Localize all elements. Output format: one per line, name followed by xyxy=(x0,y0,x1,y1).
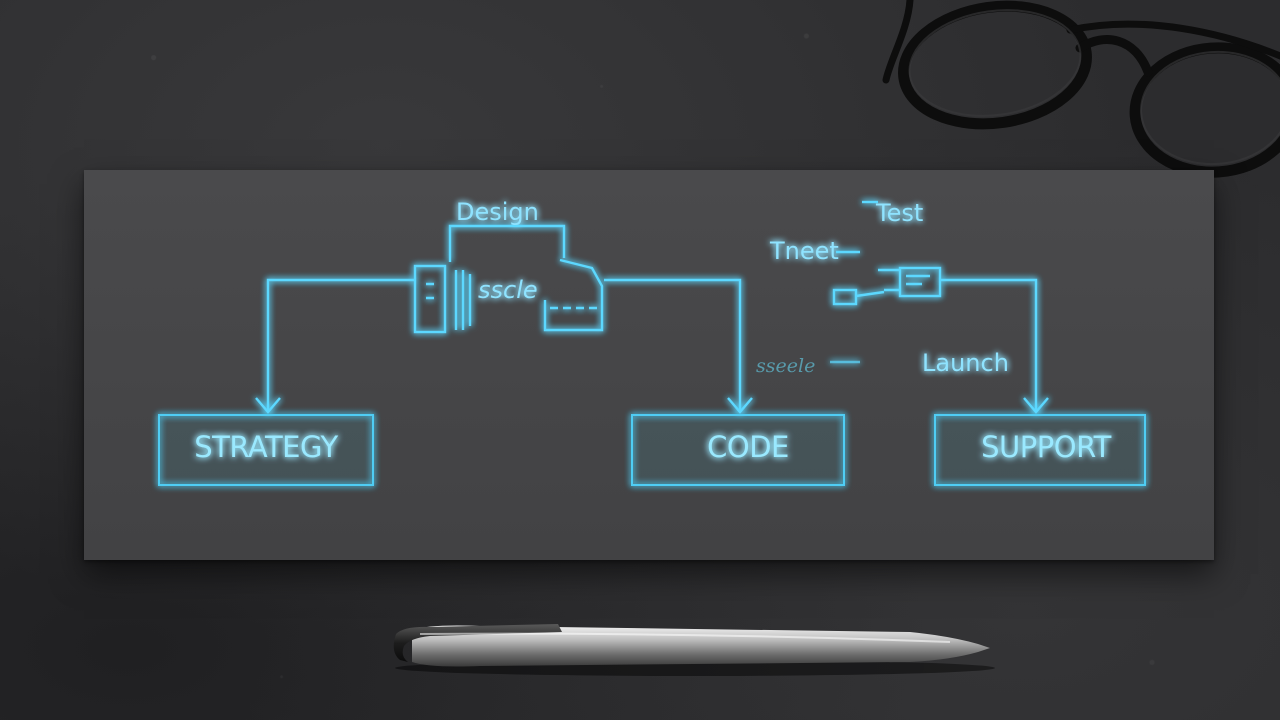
code-label: CODE xyxy=(707,430,789,464)
arrow-support xyxy=(1023,397,1049,414)
strategy-label: STRATEGY xyxy=(194,430,338,464)
test-device-icon xyxy=(830,200,942,364)
design-device-icon xyxy=(413,224,604,334)
label-test: Test xyxy=(875,199,923,227)
label-design: Design xyxy=(456,198,539,226)
connector-to-code xyxy=(604,278,742,410)
support-label: SUPPORT xyxy=(981,430,1111,464)
connector-to-strategy xyxy=(266,278,414,410)
label-launch: Launch xyxy=(922,349,1009,377)
pen-image xyxy=(393,624,995,676)
arrow-code xyxy=(727,397,753,414)
strategy-box xyxy=(158,414,374,486)
eyeglasses-image xyxy=(882,0,1280,178)
paper-sheet xyxy=(84,170,1214,560)
label-scribble-center: sscle xyxy=(478,276,538,304)
label-meet: Tneet xyxy=(769,237,839,265)
code-box xyxy=(631,414,845,486)
label-scribble-mid: sseele xyxy=(756,355,815,377)
connector-to-support xyxy=(940,278,1038,410)
support-box xyxy=(934,414,1146,486)
arrow-strategy xyxy=(255,397,281,414)
